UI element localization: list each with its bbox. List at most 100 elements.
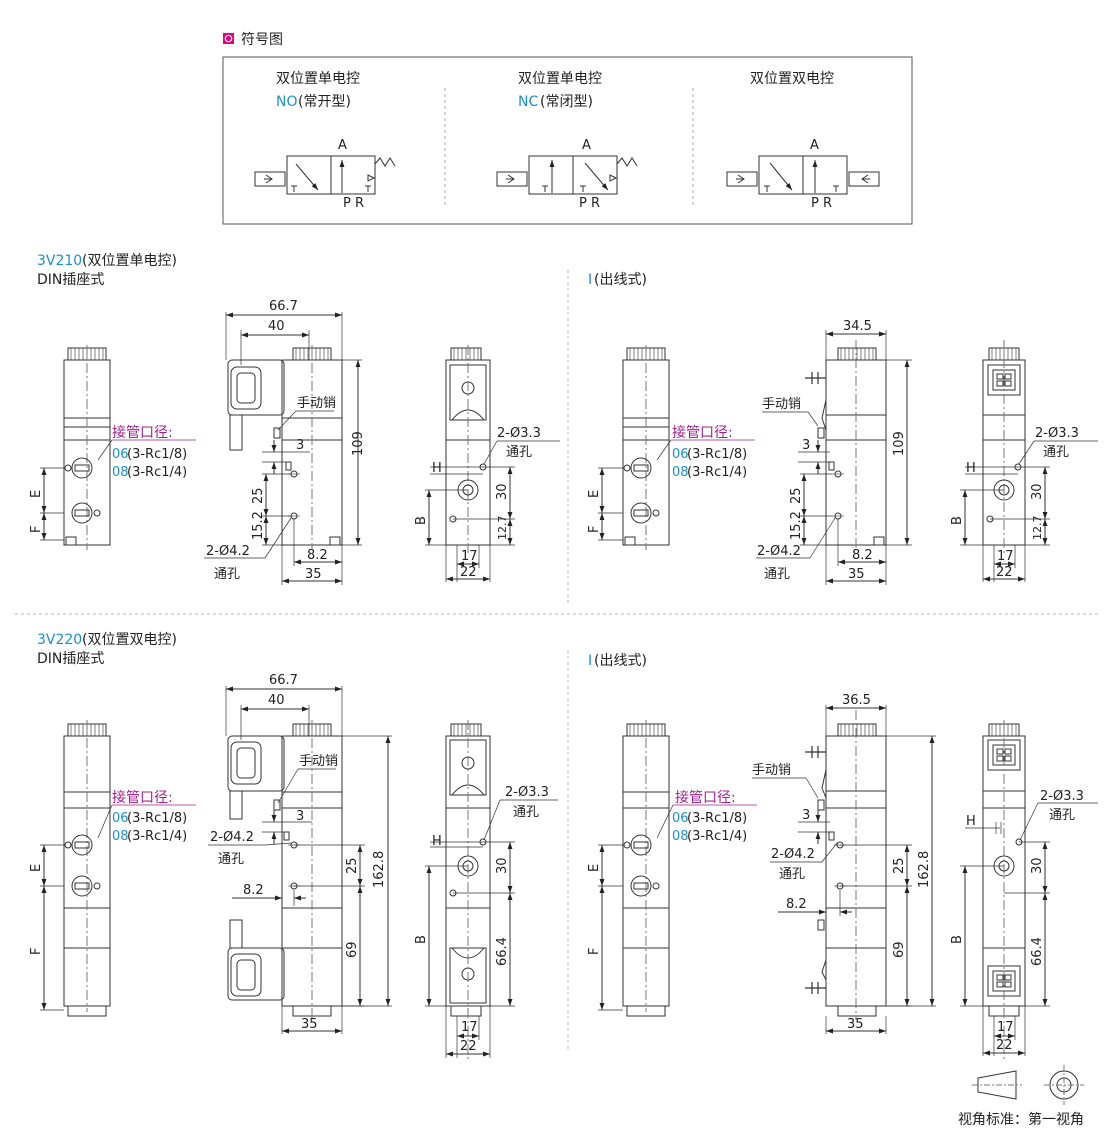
s1-out-side-17: 17 (997, 549, 1014, 564)
s1-din-view: 66.7 40 109 手动销 3 25 15.2 2-Ø4.2 通孔 (204, 299, 366, 585)
s2-dim-overall: 66.7 (269, 673, 298, 688)
section2-model: 3V220 (37, 632, 82, 648)
s1-out-dim-three: 3 (802, 438, 810, 453)
s1-out-dim-e: E (587, 490, 602, 498)
symbol-code-2: NC (518, 94, 538, 110)
s2-out-dim-height: 162.8 (917, 851, 932, 888)
s2-out-port-code-1: 06 (672, 811, 689, 826)
s1-side-30: 30 (495, 483, 510, 500)
s1-manual-label: 手动销 (297, 396, 336, 411)
s1-out-side-hole-desc: 通孔 (1043, 445, 1069, 460)
s2-side-30: 30 (495, 857, 510, 874)
s2-dim-coil: 40 (268, 693, 285, 708)
s1-out-end-view: 2-Ø3.3 通孔 H B 30 12.7 17 22 (950, 340, 1098, 582)
s1-out-side-h: H (966, 461, 976, 476)
s2-dim-f: F (29, 948, 44, 955)
section-3v210: 3V210 (双位置单电控) DIN插座式 I (出线式) E F (29, 253, 1098, 585)
symbol-port-a-1: A (338, 138, 347, 153)
s2-side-hole: 2-Ø3.3 (505, 785, 549, 800)
symbol-port-pr-1: P R (343, 196, 364, 211)
s1-out-port-code-1: 06 (672, 447, 689, 462)
s2-end-view: 2-Ø3.3 通孔 H B 30 66.4 17 22 (414, 720, 558, 1060)
s1-out-front-view: E F 接管口径: 06 (3-Rc1/8) 08 (3-Rc1/4) (587, 345, 755, 550)
section1-variant-code: I (588, 272, 592, 288)
symbol-port-a-2: A (582, 138, 591, 153)
s2-side-hole-desc: 通孔 (513, 805, 539, 820)
s2-port-code-2: 08 (112, 829, 129, 844)
section2-model-desc: (双位置双电控) (82, 632, 177, 648)
s2-out-side-22: 22 (996, 1038, 1013, 1053)
s2-out-side-hole-desc: 通孔 (1049, 808, 1075, 823)
s2-out-port-code-2: 08 (672, 829, 689, 844)
s1-out-dim-overall: 34.5 (843, 319, 872, 334)
s1-dim-e25: 25 (251, 487, 266, 504)
s1-out-hole-label: 2-Ø4.2 (757, 544, 801, 559)
s2-port-title: 接管口径: (112, 789, 173, 806)
projection-text: 视角标准：第一视角 (958, 1111, 1084, 1128)
s1-out-port-text-1: (3-Rc1/8) (687, 447, 747, 462)
section1-model: 3V210 (37, 253, 82, 269)
s2-out-dim-69: 69 (892, 941, 907, 958)
s1-out-dim-f152: 15.2 (789, 511, 804, 540)
s1-port-code-1: 06 (112, 447, 129, 462)
s2-out-hole-label: 2-Ø4.2 (771, 847, 815, 862)
s2-dim-35: 35 (301, 1017, 318, 1032)
s1-dim-e: E (29, 490, 44, 498)
section1-model-desc: (双位置单电控) (82, 253, 177, 269)
s2-port-text-1: (3-Rc1/8) (127, 811, 187, 826)
section1-variant-desc: (出线式) (594, 272, 647, 288)
s1-out-side-30: 30 (1030, 483, 1045, 500)
symbol-section-title: 符号图 (241, 32, 283, 48)
s1-side-b: B (414, 516, 429, 525)
s2-side-b: B (414, 935, 429, 944)
s2-out-side-b: B (950, 935, 965, 944)
symbol-nc: 双位置单电控 NC (常闭型) A P R (496, 71, 638, 211)
s2-out-side-view: 36.5 162.8 手动销 3 25 69 2-Ø4.2 通孔 (752, 693, 936, 1034)
s2-manual-label: 手动销 (299, 754, 338, 769)
s1-out-hole-desc: 通孔 (764, 567, 790, 582)
s2-out-hole-desc: 通孔 (779, 867, 805, 882)
s2-port-text-2: (3-Rc1/4) (127, 829, 187, 844)
section2-connector: DIN插座式 (37, 651, 104, 667)
s1-dim-three: 3 (296, 438, 304, 453)
s1-side-hole: 2-Ø3.3 (497, 426, 541, 441)
s2-out-dim-e: E (587, 864, 602, 872)
s1-out-side-hole: 2-Ø3.3 (1035, 426, 1079, 441)
s1-port-text-2: (3-Rc1/4) (127, 465, 187, 480)
symbol-double: 双位置双电控 A P R (726, 71, 880, 211)
s2-dim-three: 3 (296, 809, 304, 824)
s2-port-code-1: 06 (112, 811, 129, 826)
symbol-port-a-3: A (810, 138, 819, 153)
s2-out-dim-35: 35 (847, 1017, 864, 1032)
section1-connector: DIN插座式 (37, 272, 104, 288)
s1-dim-height: 109 (351, 431, 366, 456)
s1-out-dim-e25: 25 (789, 487, 804, 504)
s1-dim-35: 35 (305, 567, 322, 582)
s1-out-side-22: 22 (996, 565, 1013, 580)
s2-out-side-h: H (966, 814, 976, 829)
s2-hole-desc: 通孔 (218, 852, 244, 867)
symbol-port-pr-3: P R (811, 196, 832, 211)
section2-variant-desc: (出线式) (594, 653, 647, 669)
s1-dim-f152: 15.2 (251, 511, 266, 540)
s1-side-22: 22 (460, 565, 477, 580)
s2-out-dim-overall: 36.5 (842, 693, 871, 708)
s2-front-view: E F 接管口径: 06 (3-Rc1/8) 08 (3-Rc1/4) (29, 720, 196, 1017)
s2-hole-label: 2-Ø4.2 (210, 830, 254, 845)
s1-dim-f: F (29, 526, 44, 533)
s1-port-text-1: (3-Rc1/8) (127, 447, 187, 462)
s2-dim-69: 69 (345, 941, 360, 958)
symbol-type-2: (常闭型) (540, 94, 593, 110)
s2-side-22: 22 (460, 1039, 477, 1054)
symbol-title-3: 双位置双电控 (750, 71, 834, 87)
s1-out-side-view: 34.5 109 手动销 3 25 15.2 2-Ø4.2 通孔 (756, 319, 912, 585)
s1-out-manual-label: 手动销 (762, 397, 801, 412)
s1-port-code-2: 08 (112, 465, 129, 480)
s1-hole-desc: 通孔 (214, 567, 240, 582)
projection-circle-icon (1044, 1065, 1084, 1105)
s2-out-dim-three: 3 (802, 808, 810, 823)
s1-side-h: H (432, 461, 442, 476)
symbol-title-1: 双位置单电控 (276, 71, 360, 87)
s1-hole-label: 2-Ø4.2 (206, 544, 250, 559)
